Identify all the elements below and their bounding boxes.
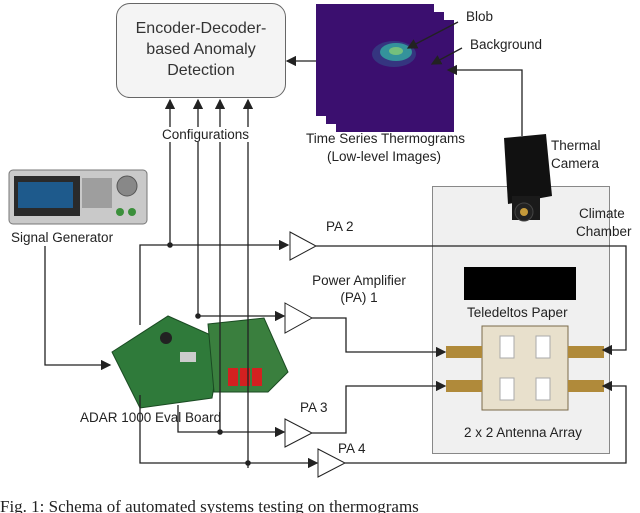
power-amplifier-label-line1: Power Amplifier bbox=[312, 273, 406, 288]
wire-pa2-out bbox=[316, 245, 627, 356]
junction-config-3 bbox=[217, 429, 223, 435]
pa2-triangle bbox=[289, 231, 318, 261]
encoder-decoder-box: Encoder-Decoder- based Anomaly Detection bbox=[116, 3, 286, 98]
signal-generator bbox=[8, 169, 148, 225]
eval-board-label: ADAR 1000 Eval Board bbox=[80, 410, 222, 425]
background-label: Background bbox=[470, 37, 543, 52]
teledeltos-label: Teledeltos Paper bbox=[467, 305, 568, 320]
eval-board bbox=[111, 315, 289, 409]
wire-pa2-in bbox=[139, 239, 290, 325]
thermal-camera bbox=[504, 134, 552, 222]
climate-chamber-label-line1: Climate bbox=[579, 206, 625, 221]
climate-chamber-label-line2: Chamber bbox=[576, 224, 632, 239]
thermogram-blob-halo bbox=[372, 41, 416, 67]
figure-caption: Fig. 1: Schema of automated systems test… bbox=[0, 497, 419, 513]
pa4-label: PA 4 bbox=[338, 441, 366, 456]
thermogram-image bbox=[372, 41, 416, 67]
wire-camera-to-thermogram bbox=[446, 64, 523, 136]
wire-pa1-out bbox=[312, 317, 447, 358]
wire-pa4-in bbox=[139, 395, 319, 469]
pointer-background bbox=[430, 47, 463, 65]
pa1-triangle bbox=[284, 302, 314, 334]
wire-signal-to-board bbox=[44, 246, 112, 371]
signal-generator-label: Signal Generator bbox=[11, 230, 114, 245]
wire-pa3-in bbox=[177, 405, 286, 438]
junction-config-2 bbox=[195, 313, 201, 319]
wire-pa3-out bbox=[312, 380, 447, 434]
pointer-blob bbox=[406, 21, 459, 49]
antenna-array bbox=[446, 325, 604, 411]
wire-pa4-out bbox=[345, 380, 627, 464]
thermograms-sublabel: (Low-level Images) bbox=[326, 149, 442, 164]
power-amplifier-label-line2: (PA) 1 bbox=[340, 290, 378, 305]
antenna-array-label: 2 x 2 Antenna Array bbox=[464, 425, 582, 440]
configurations-label: Configurations bbox=[160, 127, 252, 142]
blob-label: Blob bbox=[466, 9, 494, 24]
junction-config-1 bbox=[167, 242, 173, 248]
thermograms-label: Time Series Thermograms bbox=[306, 131, 466, 146]
thermal-camera-label-line1: Thermal bbox=[551, 138, 601, 153]
pa2-label: PA 2 bbox=[326, 219, 354, 234]
pa3-label: PA 3 bbox=[300, 400, 328, 415]
thermogram-blob-core bbox=[389, 47, 403, 55]
encoder-decoder-title: Encoder-Decoder- based Anomaly Detection bbox=[135, 20, 267, 79]
thermal-camera-label-line2: Camera bbox=[551, 156, 600, 171]
pa3-triangle bbox=[284, 418, 314, 448]
junction-config-4 bbox=[245, 460, 251, 466]
thermogram-frame-front bbox=[316, 4, 434, 116]
teledeltos-paper bbox=[464, 267, 576, 300]
